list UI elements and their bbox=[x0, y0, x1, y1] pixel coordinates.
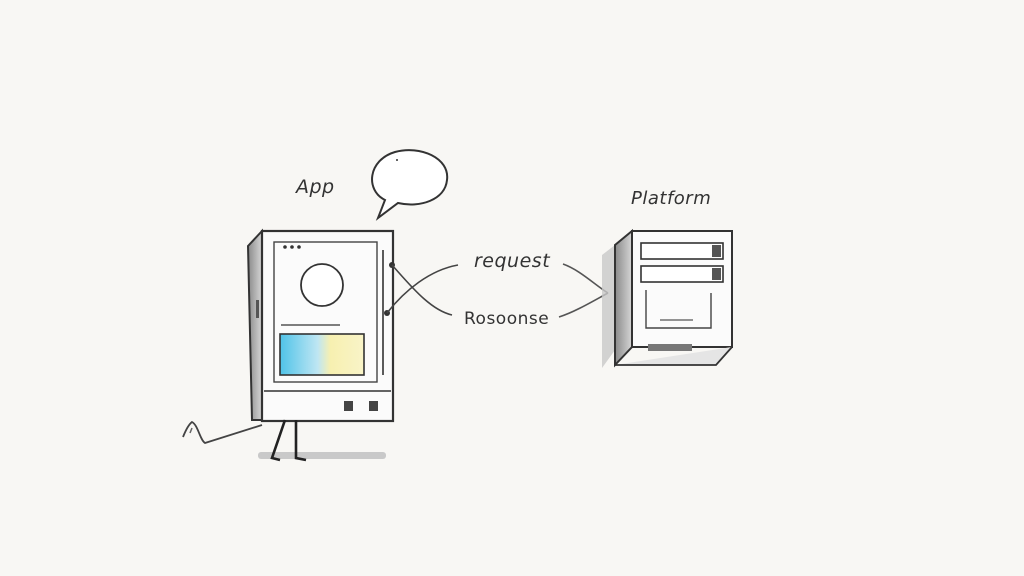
speech-bubble-icon bbox=[371, 149, 449, 221]
request-response-arrows bbox=[384, 262, 609, 318]
platform-server-icon bbox=[602, 228, 733, 368]
app-device-icon bbox=[182, 228, 395, 462]
platform-label: Platform bbox=[631, 188, 712, 209]
response-label: Rosoonse bbox=[464, 309, 550, 329]
app-label: App bbox=[296, 176, 335, 198]
request-label: request bbox=[474, 250, 551, 272]
